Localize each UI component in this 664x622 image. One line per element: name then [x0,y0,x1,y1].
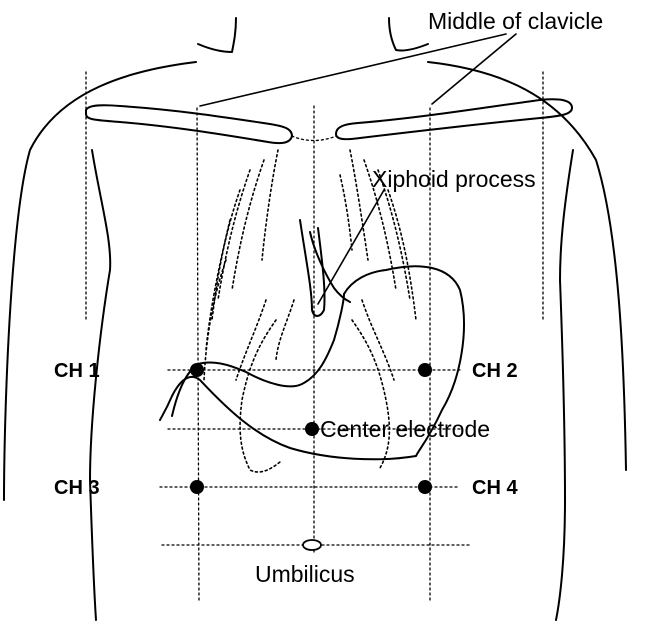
xiphoid-sternum [300,220,325,316]
label-ch4: CH 4 [472,477,518,499]
umbilicus-marker [303,540,321,550]
right-clavicle [336,99,572,139]
leader-clavicle-left [200,34,506,106]
label-ch1: CH 1 [54,360,100,382]
label-umbilicus: Umbilicus [255,561,355,587]
center-electrode-dot [305,422,319,436]
label-ch2: CH 2 [472,360,518,382]
leader-clavicle-right [432,34,516,104]
left-clavicle [86,105,292,143]
ch1-electrode [190,363,204,377]
body-outline-right [428,62,626,620]
label-xiphoid-process: Xiphoid process [372,166,536,192]
body-outline-left [4,62,196,620]
label-middle-of-clavicle: Middle of clavicle [428,8,603,34]
label-ch3: CH 3 [54,477,100,499]
neck-right [389,18,428,51]
leader-xiphoid [318,190,384,304]
ch3-electrode [190,480,204,494]
neck-left [198,18,236,52]
ch2-electrode [418,363,432,377]
vline-left-mid [197,108,199,600]
ch4-electrode [418,480,432,494]
label-center-electrode: Center electrode [320,416,490,442]
esophagus [310,232,350,302]
